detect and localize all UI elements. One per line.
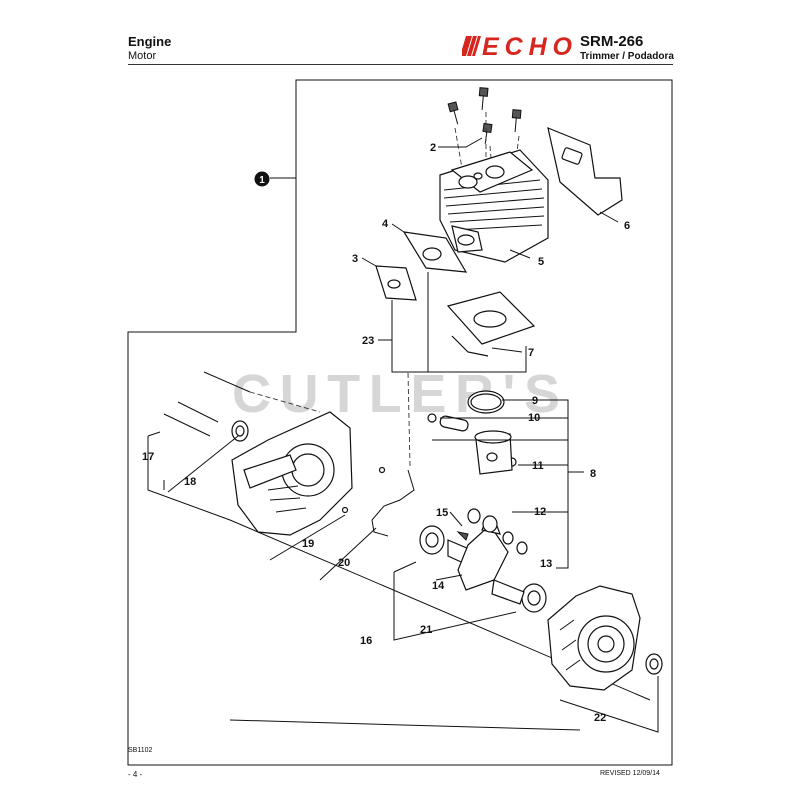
assembly-border <box>127 79 673 766</box>
section-subtitle: Motor <box>128 50 157 62</box>
part-label-10: 10 <box>528 412 540 424</box>
needle-bearing <box>467 508 528 555</box>
model-header: SRM-266 Trimmer / Podadora <box>580 33 674 62</box>
crankcase-gasket <box>371 469 415 537</box>
part-label-15: 15 <box>436 507 448 519</box>
heat-shield <box>547 127 623 216</box>
cylinder-base-gasket <box>446 291 536 357</box>
piston <box>474 430 513 475</box>
crankcase-half-right <box>547 585 641 691</box>
bolt-17 <box>163 371 251 437</box>
woodruff-key <box>456 531 469 541</box>
model-number: SRM-266 <box>580 33 644 50</box>
carburetor-gasket <box>375 265 417 301</box>
header-rule <box>128 64 673 65</box>
crankcase-half <box>231 411 353 536</box>
connecting-rod <box>481 515 501 535</box>
footer-code: SB1102 <box>128 747 153 754</box>
part-label-5: 5 <box>538 256 544 268</box>
part-label-3: 3 <box>352 253 358 265</box>
part-label-19: 19 <box>302 538 314 550</box>
section-title: Engine <box>128 34 172 49</box>
page-number: - 4 - <box>128 770 143 779</box>
callout-1-number: 1 <box>259 175 265 186</box>
part-label-6: 6 <box>624 220 630 232</box>
insulator-gasket <box>402 231 468 273</box>
part-label-23: 23 <box>362 335 374 347</box>
watermark: CUTLER'S <box>232 364 562 424</box>
part-label-18: 18 <box>184 476 196 488</box>
oil-seal <box>231 420 249 442</box>
revised-date: REVISED 12/09/14 <box>600 770 660 777</box>
part-label-21: 21 <box>420 624 432 636</box>
part-label-20: 20 <box>338 557 350 569</box>
part-label-17: 17 <box>142 451 154 463</box>
part-label-16: 16 <box>360 635 372 647</box>
part-label-2: 2 <box>430 142 436 154</box>
part-label-7: 7 <box>528 347 534 359</box>
model-subtitle: Trimmer / Podadora <box>580 51 674 62</box>
callout-1: 1 <box>254 171 270 187</box>
part-label-9: 9 <box>532 395 538 407</box>
echo-logo: ECHO <box>462 33 573 60</box>
cylinder <box>439 149 549 263</box>
part-label-13: 13 <box>540 558 552 570</box>
crankshaft-bearing <box>419 525 547 613</box>
piston-ring <box>467 390 505 414</box>
part-label-14: 14 <box>432 580 445 592</box>
part-label-4: 4 <box>382 218 389 230</box>
cylinder-bolts <box>447 87 522 144</box>
section-header: Engine Motor <box>128 34 171 62</box>
part-label-12: 12 <box>534 506 546 518</box>
part-label-22: 22 <box>594 712 606 724</box>
oil-seal-right <box>645 653 663 675</box>
part-label-8: 8 <box>590 468 596 480</box>
part-label-11: 11 <box>532 460 544 472</box>
